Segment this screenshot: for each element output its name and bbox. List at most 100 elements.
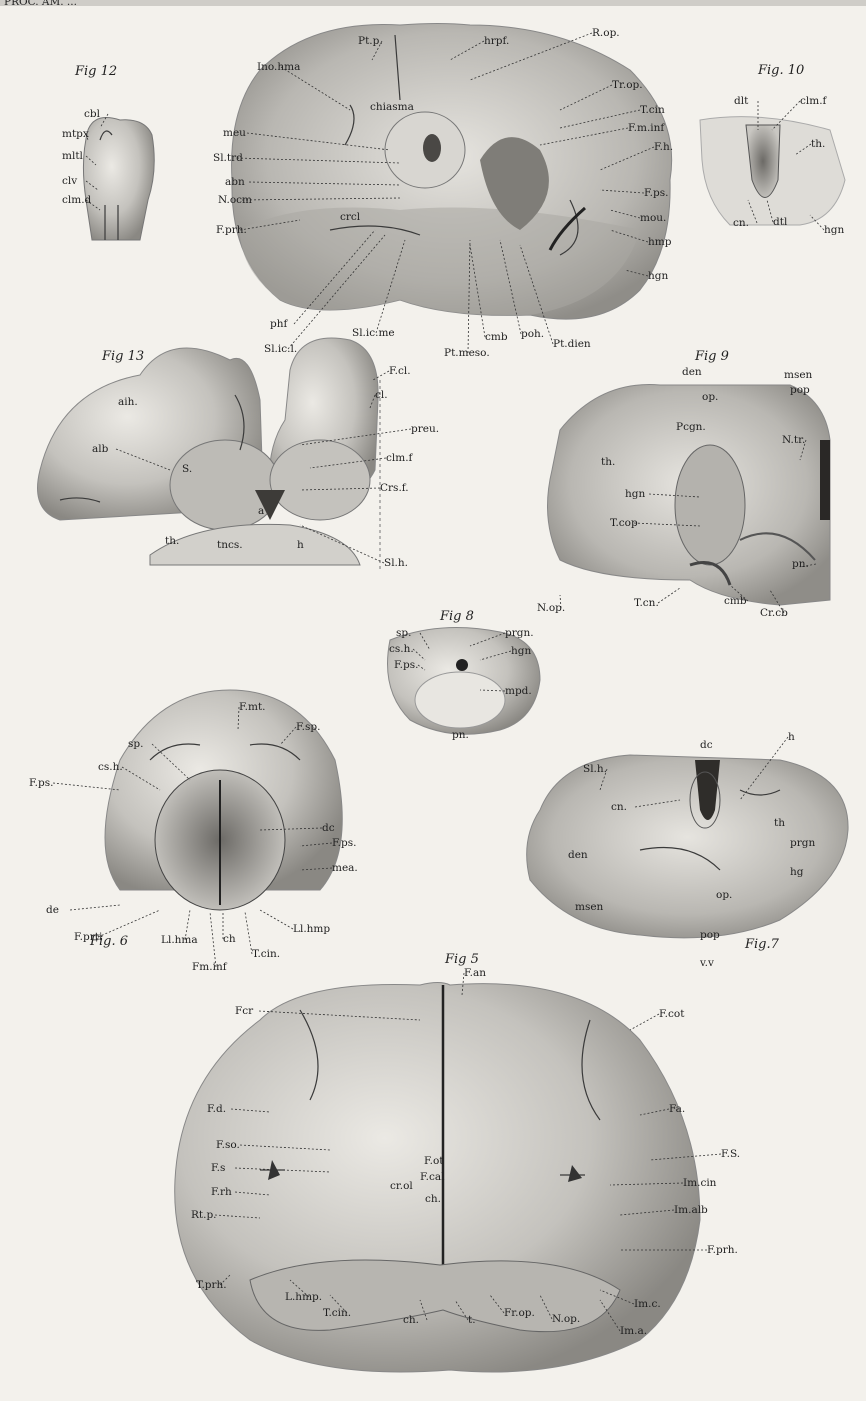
- fig5-label: F.S.: [721, 1148, 740, 1160]
- fig5-title: Fig 5: [444, 952, 479, 967]
- fig11-label: cmb: [485, 331, 508, 343]
- fig13-label: tncs.: [217, 539, 243, 551]
- fig13-label: a: [258, 505, 264, 517]
- fig7-label: cn.: [611, 801, 627, 813]
- fig8-title: Fig 8: [439, 609, 474, 624]
- fig5-label: Rt.p.: [191, 1209, 217, 1221]
- fig11-label: Ino.hma: [257, 61, 300, 73]
- fig13-label: th.: [165, 535, 179, 547]
- fig11-label: Pt.meso.: [444, 347, 490, 359]
- fig13-label: S.: [182, 463, 192, 475]
- fig9-label: cmb: [724, 595, 747, 607]
- fig12-label: mltl: [62, 150, 84, 162]
- fig8-label: F.ps.: [394, 659, 418, 671]
- fig8-label: mpd.: [505, 685, 532, 697]
- fig13-label: preu.: [411, 423, 439, 435]
- fig6-label: F.sp.: [296, 721, 320, 733]
- fig11-label: crcl: [340, 211, 361, 223]
- fig12-label: clm.d: [62, 194, 92, 206]
- fig11-label: hmp: [648, 236, 672, 248]
- fig11-label: F.m.inf: [628, 122, 665, 134]
- fig13-label: alb: [92, 443, 109, 455]
- fig6-label: F.ps.: [29, 777, 53, 789]
- fig9-label: N.tr.: [782, 434, 805, 446]
- fig9-label: hgn: [625, 488, 645, 500]
- fig5-label: Fr.op.: [504, 1307, 535, 1319]
- fig5-label: Fcr: [235, 1005, 254, 1017]
- fig11-label: Sl.ic.me: [352, 327, 395, 339]
- fig13-title: Fig 13: [101, 349, 144, 364]
- fig11-label: F.h.: [654, 141, 673, 153]
- fig11-label: phf: [270, 318, 288, 330]
- fig11-label: R.op.: [592, 27, 620, 39]
- fig9-label: Pcgn.: [676, 421, 706, 433]
- fig7-label: pop: [700, 929, 720, 941]
- fig9-label: msen: [784, 369, 813, 381]
- fig7-label: hg: [790, 866, 804, 878]
- fig11-label: Pt.dien: [553, 338, 591, 350]
- fig11-label: poh.: [521, 328, 544, 340]
- fig9-label: op.: [702, 391, 718, 403]
- fig6-label: cs.h.: [98, 761, 123, 773]
- fig11-label: mou.: [640, 212, 666, 224]
- fig9-title: Fig 9: [694, 349, 729, 364]
- fig5-label: Fa.: [669, 1103, 685, 1115]
- fig9-label: Cr.cb: [760, 607, 788, 619]
- fig7-label: op.: [716, 889, 732, 901]
- fig8-label: pn.: [452, 729, 469, 741]
- fig7-label: h: [788, 731, 795, 743]
- fig5-label: F.s: [211, 1162, 225, 1174]
- fig5-label: L.hmp.: [285, 1291, 322, 1303]
- fig12-label: cbl: [84, 108, 101, 120]
- fig13-label: aih.: [118, 396, 138, 408]
- fig5-label: Im.alb: [674, 1204, 708, 1216]
- header-text: PROC. AM. ...: [4, 0, 77, 8]
- fig5-label: F.an: [464, 967, 486, 979]
- fig9-label: pn.: [792, 558, 809, 570]
- fig9-label: den: [682, 366, 702, 378]
- fig9-label: T.cn.: [634, 597, 659, 609]
- fig8-label: hgn: [511, 645, 531, 657]
- fig6-label: ch: [223, 933, 236, 945]
- fig13-label: Sl.h.: [384, 557, 408, 569]
- fig6-label: T.cin.: [252, 948, 280, 960]
- fig11-label: hrpf.: [484, 35, 509, 47]
- fig7-label: den: [568, 849, 588, 861]
- fig11-label: Sl.ic.l.: [264, 343, 297, 355]
- fig6-label: Ll.hmp: [293, 923, 330, 935]
- fig5-label: t.: [468, 1314, 476, 1326]
- fig5-label: T.prh.: [196, 1279, 227, 1291]
- fig8-label: prgn.: [505, 627, 534, 639]
- fig11-label: meu: [223, 127, 246, 139]
- fig11-label: chiasma: [370, 101, 414, 113]
- fig7-label: prgn: [790, 837, 815, 849]
- fig11-label: F.prh.: [216, 224, 247, 236]
- fig6-label: Ll.hma: [161, 934, 198, 946]
- fig12-label: mtpx: [62, 128, 89, 140]
- fig5-label: F.rh: [211, 1186, 232, 1198]
- fig5-label: F.d.: [207, 1103, 226, 1115]
- fig5-label: ch.: [425, 1193, 441, 1205]
- fig10-label: dtl: [773, 216, 788, 228]
- fig6-label: Fm.inf: [192, 961, 228, 973]
- fig7-label: dc: [700, 739, 713, 751]
- fig10-label: cn.: [733, 217, 749, 229]
- fig5-label: ch.: [403, 1314, 419, 1326]
- fig11-label: hgn: [648, 270, 668, 282]
- fig6-label: F.mt.: [239, 701, 266, 713]
- fig5-label: Im.c.: [634, 1298, 661, 1310]
- fig5-label: Im.a.: [620, 1325, 647, 1337]
- fig5-label: F.ot: [424, 1155, 444, 1167]
- fig8-label: sp.: [396, 627, 411, 639]
- fig9-label: pop: [790, 384, 810, 396]
- fig6-label: mea.: [332, 862, 358, 874]
- fig7-label: v.v: [699, 957, 714, 969]
- fig13-label: F.cl.: [389, 365, 411, 377]
- fig7-label: msen: [575, 901, 604, 913]
- fig11-label: Pt.p.: [358, 35, 383, 47]
- fig11-label: F.ps.: [644, 187, 668, 199]
- fig5-label: T.cin.: [323, 1307, 351, 1319]
- fig13-label: h: [297, 539, 304, 551]
- fig13-label: clm.f: [386, 452, 414, 464]
